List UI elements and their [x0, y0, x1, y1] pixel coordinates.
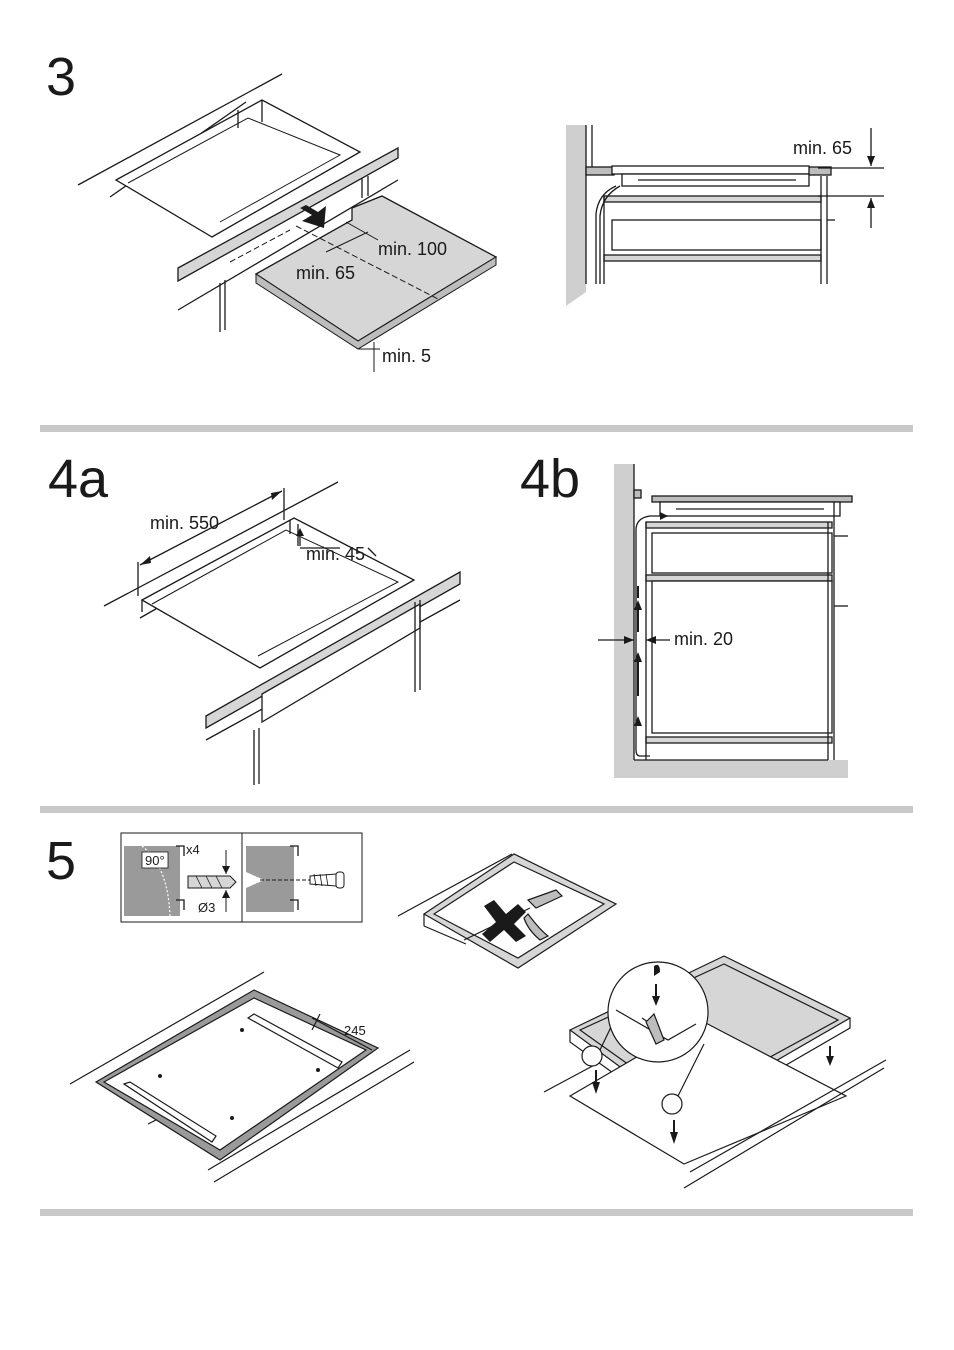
- step-3-label-min100: min. 100: [378, 239, 448, 259]
- step-5-number: 5: [46, 831, 77, 891]
- step-4b-airflow-arrow-icon: [634, 600, 642, 610]
- divider-2: [40, 806, 913, 813]
- step-5-down-arrow-icon: [652, 996, 660, 1006]
- step-4a-number: 4a: [48, 449, 109, 509]
- step-3-arrow-icon: [300, 205, 326, 228]
- step-4a-label-min550: min. 550: [150, 513, 220, 533]
- step-5-label-angle: 90°: [145, 853, 165, 868]
- step-5-drill-bit-icon: [187, 875, 237, 889]
- divider-3: [40, 1209, 913, 1216]
- step-5-label-count: x4: [186, 842, 200, 857]
- cross-mark-icon: [482, 900, 526, 942]
- divider-1: [40, 425, 913, 432]
- step-3-side-label-min65: min. 65: [793, 138, 853, 158]
- step-4b-number: 4b: [520, 449, 581, 509]
- step-4b-label-min20: min. 20: [674, 629, 734, 649]
- step-3-label-min65: min. 65: [296, 263, 356, 283]
- step-5-label-245: 245: [344, 1023, 366, 1038]
- step-4a-label-min45: min. 45: [306, 544, 366, 564]
- step-3-number: 3: [46, 47, 77, 107]
- step-5-label-drill: Ø3: [198, 900, 216, 915]
- step-3-label-min5: min. 5: [382, 346, 432, 366]
